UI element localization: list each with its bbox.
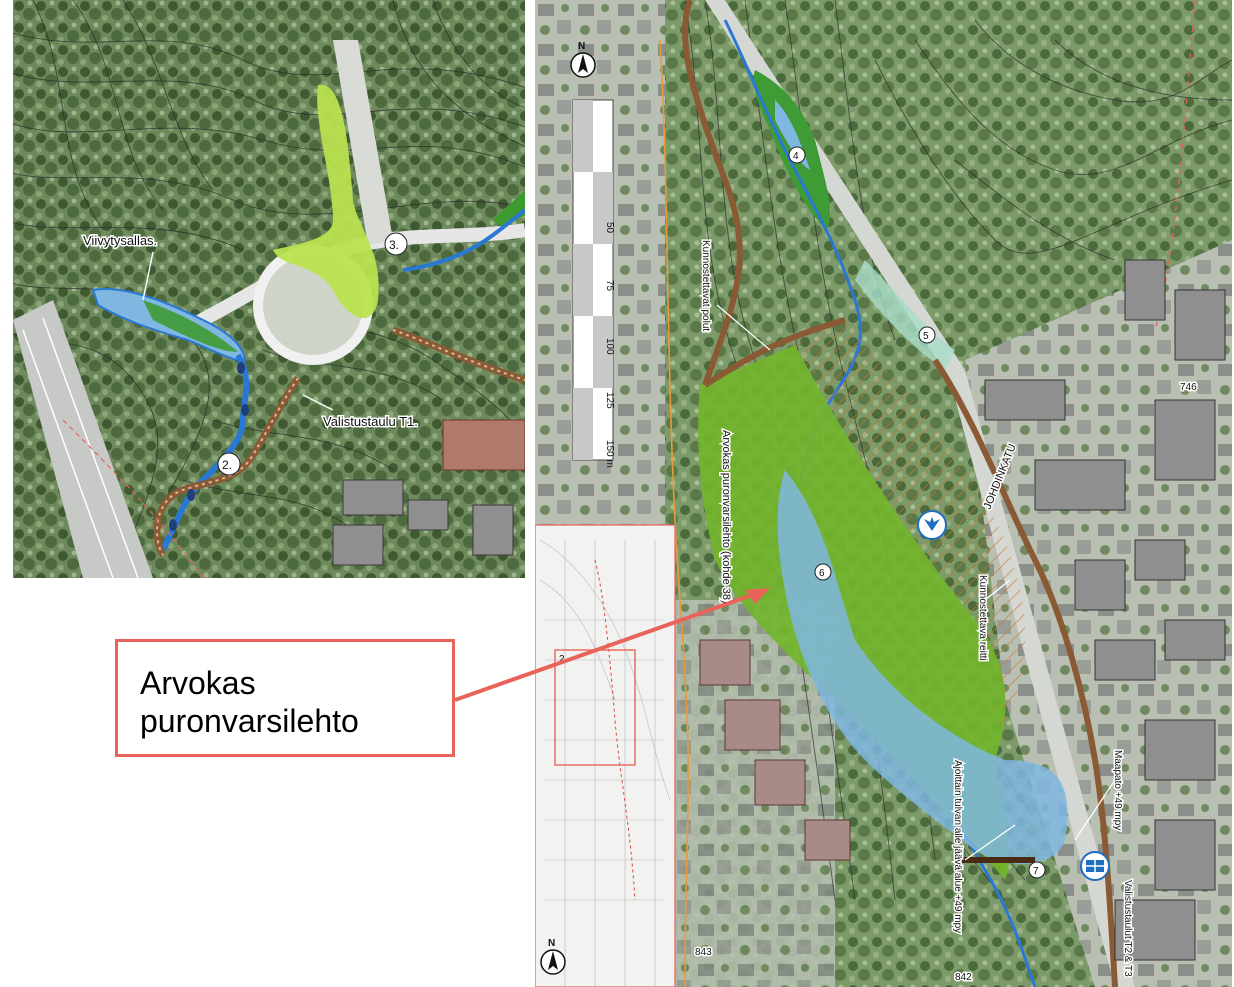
scale-tick-50: 50 xyxy=(604,222,615,234)
buildings xyxy=(332,479,514,566)
point-markers: 4 5 6 7 xyxy=(788,146,1046,879)
label-soil-dam: Maapato +49 mpy xyxy=(1112,750,1123,830)
buildings-east xyxy=(984,259,1226,961)
scale-tick-125: 125 xyxy=(604,392,615,409)
callout-box: Arvokas puronvarsilehto xyxy=(115,639,455,757)
restored-path-west xyxy=(681,0,743,386)
label-point-7: 7 xyxy=(1033,866,1039,877)
north-road xyxy=(333,40,393,245)
label-point-4: 4 xyxy=(793,151,799,162)
label-info-boards: Valistustaulut T2 & T3 xyxy=(1122,880,1133,977)
label-valuable-grove: Arvokas puronvarsilehto (kohde 38) xyxy=(720,430,732,604)
label-point-3: 3. xyxy=(389,238,399,252)
contour-lines xyxy=(13,0,525,578)
highway xyxy=(13,300,153,578)
label-number-843: 843 xyxy=(695,947,712,958)
restored-route-east xyxy=(932,358,1098,761)
callout-line-2: puronvarsilehto xyxy=(140,703,359,739)
flood-area xyxy=(777,470,1068,864)
scale-tick-100: 100 xyxy=(604,338,615,355)
scale-tick-150: 150 m xyxy=(604,440,615,468)
label-point-6: 6 xyxy=(819,568,825,579)
light-green-area xyxy=(273,84,379,319)
label-restored-route: Kunnostettava reitti xyxy=(977,575,988,661)
left-map-panel: Viivytysallas. Valistustaulu T1. 2. 3. xyxy=(13,0,525,578)
label-info-board-t1: Valistustaulu T1. xyxy=(323,414,418,429)
label-point-5: 5 xyxy=(923,331,929,342)
inset-north-arrow-icon: N xyxy=(540,938,566,975)
info-board-icon xyxy=(1080,851,1110,881)
scale-tick-75: 75 xyxy=(604,280,615,292)
label-restored-paths: Kunnostettavat polut xyxy=(700,240,711,331)
svg-text:N: N xyxy=(548,938,555,949)
left-map-svg: Viivytysallas. Valistustaulu T1. 2. 3. xyxy=(13,0,525,578)
inset-map: 2 N xyxy=(535,524,676,987)
area-boundary xyxy=(659,39,690,987)
restored-area-hatch xyxy=(795,320,1026,760)
svg-text:N: N xyxy=(578,41,585,52)
stream-upper xyxy=(402,208,525,272)
label-flood-area: Ajoittain tulvan alle jäävä alue +49 mpy xyxy=(952,760,963,933)
label-number-842: 842 xyxy=(955,972,972,983)
scale-bar: 50 75 100 125 150 m xyxy=(572,99,615,468)
right-map-panel: 50 75 100 125 150 m N 2 xyxy=(535,0,1232,987)
inset-area-number: 2 xyxy=(559,654,565,665)
label-point-2: 2. xyxy=(222,458,232,472)
label-number-746: 746 xyxy=(1180,382,1197,393)
right-map-svg: 50 75 100 125 150 m N 2 xyxy=(535,0,1232,987)
callout-line-1: Arvokas xyxy=(140,665,256,701)
butterfly-icon xyxy=(917,510,947,540)
north-arrow-icon: N xyxy=(570,41,596,78)
label-retention-pond: Viivytysallas. xyxy=(83,233,157,248)
